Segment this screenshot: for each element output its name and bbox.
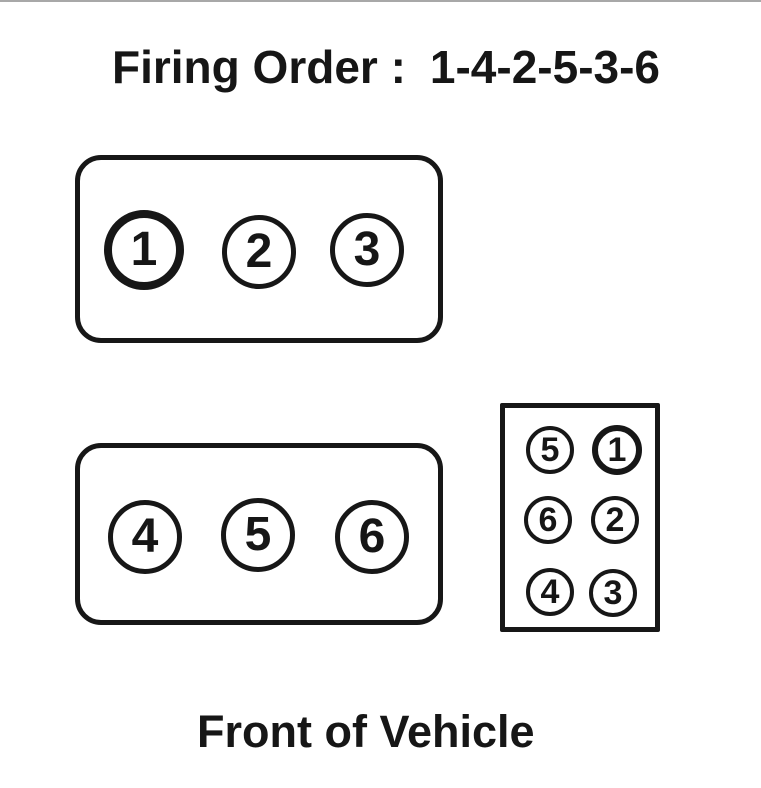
cylinder-3-number: 3 xyxy=(353,223,381,276)
firing-order-label: Firing Order : xyxy=(112,41,406,93)
coil-terminal-6-number: 6 xyxy=(538,501,558,539)
cylinder-4-number: 4 xyxy=(131,510,159,563)
page-title: Firing Order : 1-4-2-5-3-6 xyxy=(112,40,660,94)
coil-terminal-1-number: 1 xyxy=(607,431,627,469)
scan-artifact-line xyxy=(0,0,761,2)
cylinder-3: 3 xyxy=(330,213,404,287)
cylinder-2-number: 2 xyxy=(245,225,273,278)
cylinder-4: 4 xyxy=(108,500,182,574)
coil-terminal-4: 4 xyxy=(526,568,574,616)
coil-terminal-4-number: 4 xyxy=(540,573,560,611)
coil-terminal-3-number: 3 xyxy=(603,574,623,612)
coil-terminal-6: 6 xyxy=(524,496,572,544)
cylinder-5-number: 5 xyxy=(244,508,272,561)
cylinder-5: 5 xyxy=(221,498,295,572)
coil-terminal-5: 5 xyxy=(526,426,574,474)
coil-terminal-1: 1 xyxy=(592,425,642,475)
cylinder-6-number: 6 xyxy=(358,510,386,563)
coil-terminal-5-number: 5 xyxy=(540,431,560,469)
cylinder-1-number: 1 xyxy=(130,223,158,276)
front-of-vehicle-label: Front of Vehicle xyxy=(197,706,535,757)
cylinder-1: 1 xyxy=(104,210,184,290)
coil-terminal-2: 2 xyxy=(591,496,639,544)
coil-terminal-2-number: 2 xyxy=(605,501,625,539)
cylinder-6: 6 xyxy=(335,500,409,574)
cylinder-2: 2 xyxy=(222,215,296,289)
firing-order-sequence: 1-4-2-5-3-6 xyxy=(429,41,660,93)
coil-terminal-3: 3 xyxy=(589,569,637,617)
